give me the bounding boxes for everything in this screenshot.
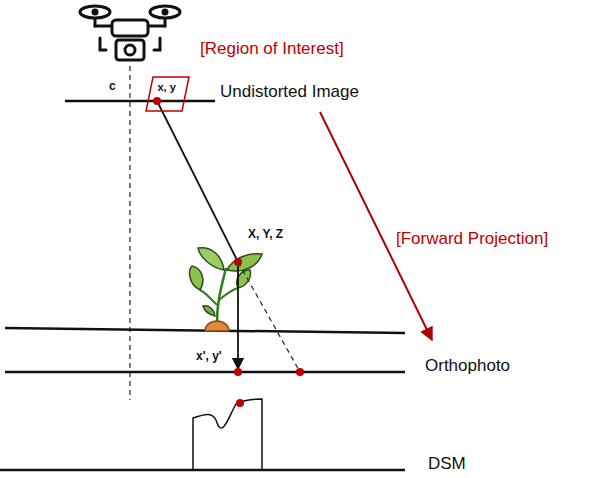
image-point — [153, 97, 161, 105]
coordinate-label: X, Y, Z — [248, 228, 283, 241]
plant-illustration — [190, 248, 262, 331]
displaced-point — [296, 368, 304, 376]
plane-name: Orthophoto — [425, 357, 510, 376]
image-plane — [65, 100, 215, 103]
dsm-profile — [193, 399, 262, 470]
roi-title: [Region of Interest] — [200, 40, 344, 59]
plane-name: DSM — [428, 455, 466, 474]
projection-ray — [157, 101, 238, 262]
forward-projection-arrow — [320, 112, 432, 340]
roi-parallelogram: x, y — [146, 77, 189, 111]
coordinate-label: x, y — [158, 81, 189, 93]
plane-name: Undistorted Image — [220, 83, 359, 102]
principal-axis — [129, 66, 130, 400]
perspective-projection — [238, 262, 300, 372]
orthogonal-projection — [237, 266, 239, 369]
process-title: [Forward Projection] — [396, 230, 548, 249]
dsm-baseline — [0, 469, 405, 472]
coordinate-label: x', y' — [196, 350, 222, 363]
ortho-point — [234, 368, 242, 376]
drone-icon — [80, 6, 180, 60]
principal-point: c — [109, 80, 116, 93]
orthophoto-plane — [5, 371, 405, 374]
dsm-point — [236, 399, 244, 407]
roi-outline-shape — [146, 77, 189, 111]
